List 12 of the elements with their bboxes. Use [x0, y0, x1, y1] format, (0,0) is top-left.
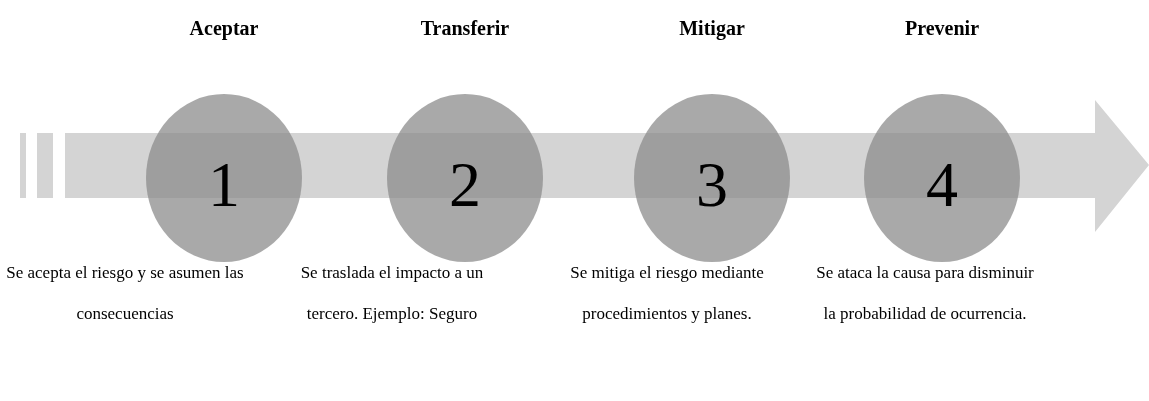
step-description: Se ataca la causa para disminuir la probabilidad de ocurrencia. — [815, 262, 1035, 325]
step-description: Se traslada el impacto a un tercero. Ejemplo: Seguro — [299, 262, 485, 325]
step-heading: Prevenir — [904, 16, 979, 41]
number-circle: 1 — [146, 94, 302, 262]
step-heading: Mitigar — [679, 16, 745, 42]
step-description: Se mitiga el riesgo mediante procedimientos y planes. — [569, 262, 765, 325]
step-heading: Transferir — [420, 16, 510, 41]
number-circle: 2 — [387, 94, 543, 262]
step-description: Se acepta el riesgo y se asumen las consecuencias — [5, 262, 245, 325]
number-circle: 3 — [634, 94, 790, 262]
step-heading: Aceptar — [189, 16, 259, 42]
number-circle: 4 — [864, 94, 1020, 262]
